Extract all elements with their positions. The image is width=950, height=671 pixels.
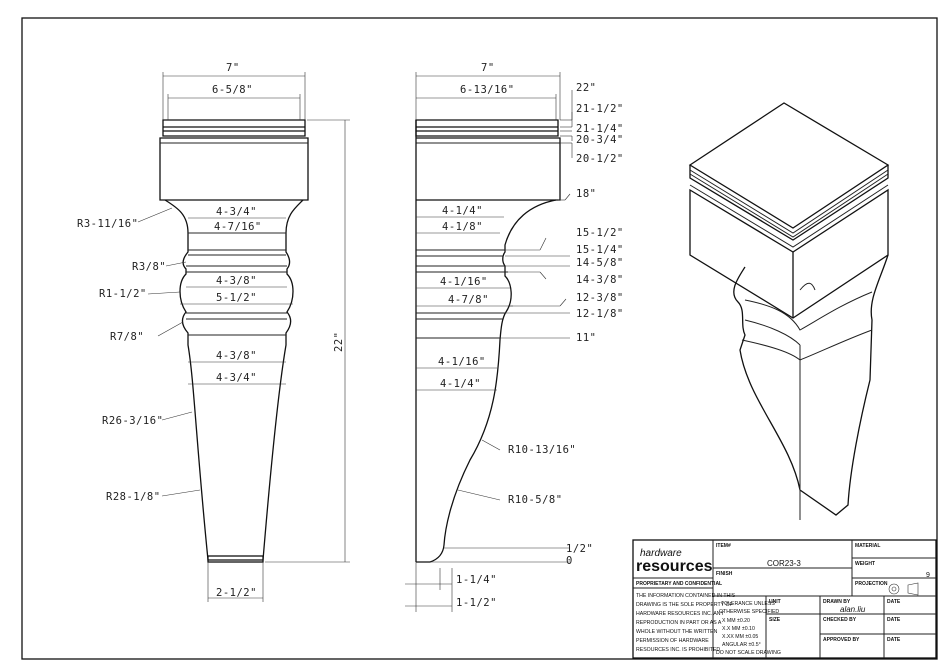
tolerance-4: X.X MM ±0.10 — [722, 626, 755, 632]
tolerance-7: DO NOT SCALE DRAWING — [716, 650, 781, 656]
side-view: 7" 6-13/16" 4-1/4" 4-1/8" 4-1/16" 4-7/8"… — [405, 62, 624, 612]
notice-line-7: RESOURCES INC. IS PROHIBITED — [636, 647, 720, 653]
front-cap-label: 6-5/8" — [212, 84, 253, 96]
approved-by-label: APPROVED BY — [823, 637, 860, 643]
front-radius-3: R1-1/2" — [99, 288, 147, 300]
side-h-14: 1/2" — [566, 543, 593, 555]
front-radius-5: R26-3/16" — [102, 415, 163, 427]
side-h-11: 12-3/8" — [576, 292, 624, 304]
front-bottom-label: 2-1/2" — [216, 587, 257, 599]
tolerance-3: X MM ±0.20 — [722, 618, 750, 624]
side-h-1: 22" — [576, 82, 596, 94]
front-dim-6: 4-3/4" — [216, 372, 257, 384]
side-h-5: 20-1/2" — [576, 153, 624, 165]
weight-label: WEIGHT — [855, 561, 875, 567]
side-dim-3: 4-1/16" — [440, 276, 488, 288]
notice-line-4: REPRODUCTION IN PART OR AS A — [636, 620, 722, 626]
side-h-15: 0 — [566, 555, 573, 567]
projection-label: PROJECTION — [855, 581, 888, 587]
front-radius-6: R28-1/8" — [106, 491, 161, 503]
side-h-4: 20-3/4" — [576, 134, 624, 146]
side-dim-4: 4-7/8" — [448, 294, 489, 306]
front-dim-4: 5-1/2" — [216, 292, 257, 304]
checked-by-label: CHECKED BY — [823, 617, 857, 623]
projection-symbol-icon — [888, 582, 919, 596]
tolerance-2: OTHERWISE SPECIFIED — [719, 609, 779, 615]
side-radius-1: R10-13/16" — [508, 444, 576, 456]
front-height-label: 22" — [333, 332, 345, 352]
date-label-3: DATE — [887, 637, 901, 643]
side-dim-6: 4-1/4" — [440, 378, 481, 390]
side-h-2: 21-1/2" — [576, 103, 624, 115]
tolerance-1: TOLERANCE UNLESS — [721, 601, 775, 607]
front-dim-3: 4-3/8" — [216, 275, 257, 287]
finish-label: FINISH — [716, 571, 733, 577]
proprietary-label: PROPRIETARY AND CONFIDENTIAL — [636, 581, 722, 587]
side-bottom-2: 1-1/2" — [456, 597, 497, 609]
side-h-8: 15-1/4" — [576, 244, 624, 256]
notice-line-5: WHOLE WITHOUT THE WRITTEN — [636, 629, 718, 635]
front-radius-4: R7/8" — [110, 331, 144, 343]
notice-line-1: THE INFORMATION CONTAINED IN THIS — [636, 593, 736, 599]
item-value: COR23-3 — [767, 559, 801, 568]
item-label: ITEM# — [716, 543, 731, 549]
side-h-9: 14-5/8" — [576, 257, 624, 269]
date-label-2: DATE — [887, 617, 901, 623]
front-radius-1: R3-11/16" — [77, 218, 138, 230]
notice-line-3: HARDWARE RESOURCES INC. ANY — [636, 611, 725, 617]
weight-value: 9 — [926, 572, 930, 579]
tolerance-6: ANGULAR ±0.5° — [722, 642, 761, 648]
side-bottom-1: 1-1/4" — [456, 574, 497, 586]
material-label: MATERIAL — [855, 543, 880, 549]
side-dim-5: 4-1/16" — [438, 356, 486, 368]
size-label: SIZE — [769, 617, 781, 623]
drawn-by-label: DRAWN BY — [823, 599, 851, 605]
isometric-view — [688, 102, 890, 520]
side-h-7: 15-1/2" — [576, 227, 624, 239]
side-dim-1: 4-1/4" — [442, 205, 483, 217]
front-dim-5: 4-3/8" — [216, 350, 257, 362]
front-radius-2: R3/8" — [132, 261, 166, 273]
side-radius-2: R10-5/8" — [508, 494, 563, 506]
unit-label: UNIT — [769, 599, 781, 605]
side-h-12: 12-1/8" — [576, 308, 624, 320]
drawn-by-value: alan.liu — [840, 605, 866, 614]
front-dim-2: 4-7/16" — [214, 221, 262, 233]
title-block: hardware resources PROPRIETARY AND CONFI… — [632, 539, 937, 659]
tolerance-5: X.XX MM ±0.05 — [722, 634, 758, 640]
front-width-label: 7" — [226, 62, 240, 74]
side-width-label: 7" — [481, 62, 495, 74]
notice-line-6: PERMISSION OF HARDWARE — [636, 638, 709, 644]
side-h-6: 18" — [576, 188, 596, 200]
side-dim-2: 4-1/8" — [442, 221, 483, 233]
logo-top: hardware — [640, 548, 682, 559]
logo-bottom: resources — [636, 558, 713, 575]
sheet-border — [21, 17, 938, 660]
date-label-1: DATE — [887, 599, 901, 605]
notice-line-2: DRAWING IS THE SOLE PROPERTY OF — [636, 602, 733, 608]
front-dim-1: 4-3/4" — [216, 206, 257, 218]
front-view: 7" 6-5/8" 4-3/4" 4-7/16" 4-3/8" 5-1/2" 4… — [77, 62, 350, 602]
side-h-10: 14-3/8" — [576, 274, 624, 286]
side-cap-label: 6-13/16" — [460, 84, 515, 96]
side-h-13: 11" — [576, 332, 596, 344]
side-h-3: 21-1/4" — [576, 123, 624, 135]
